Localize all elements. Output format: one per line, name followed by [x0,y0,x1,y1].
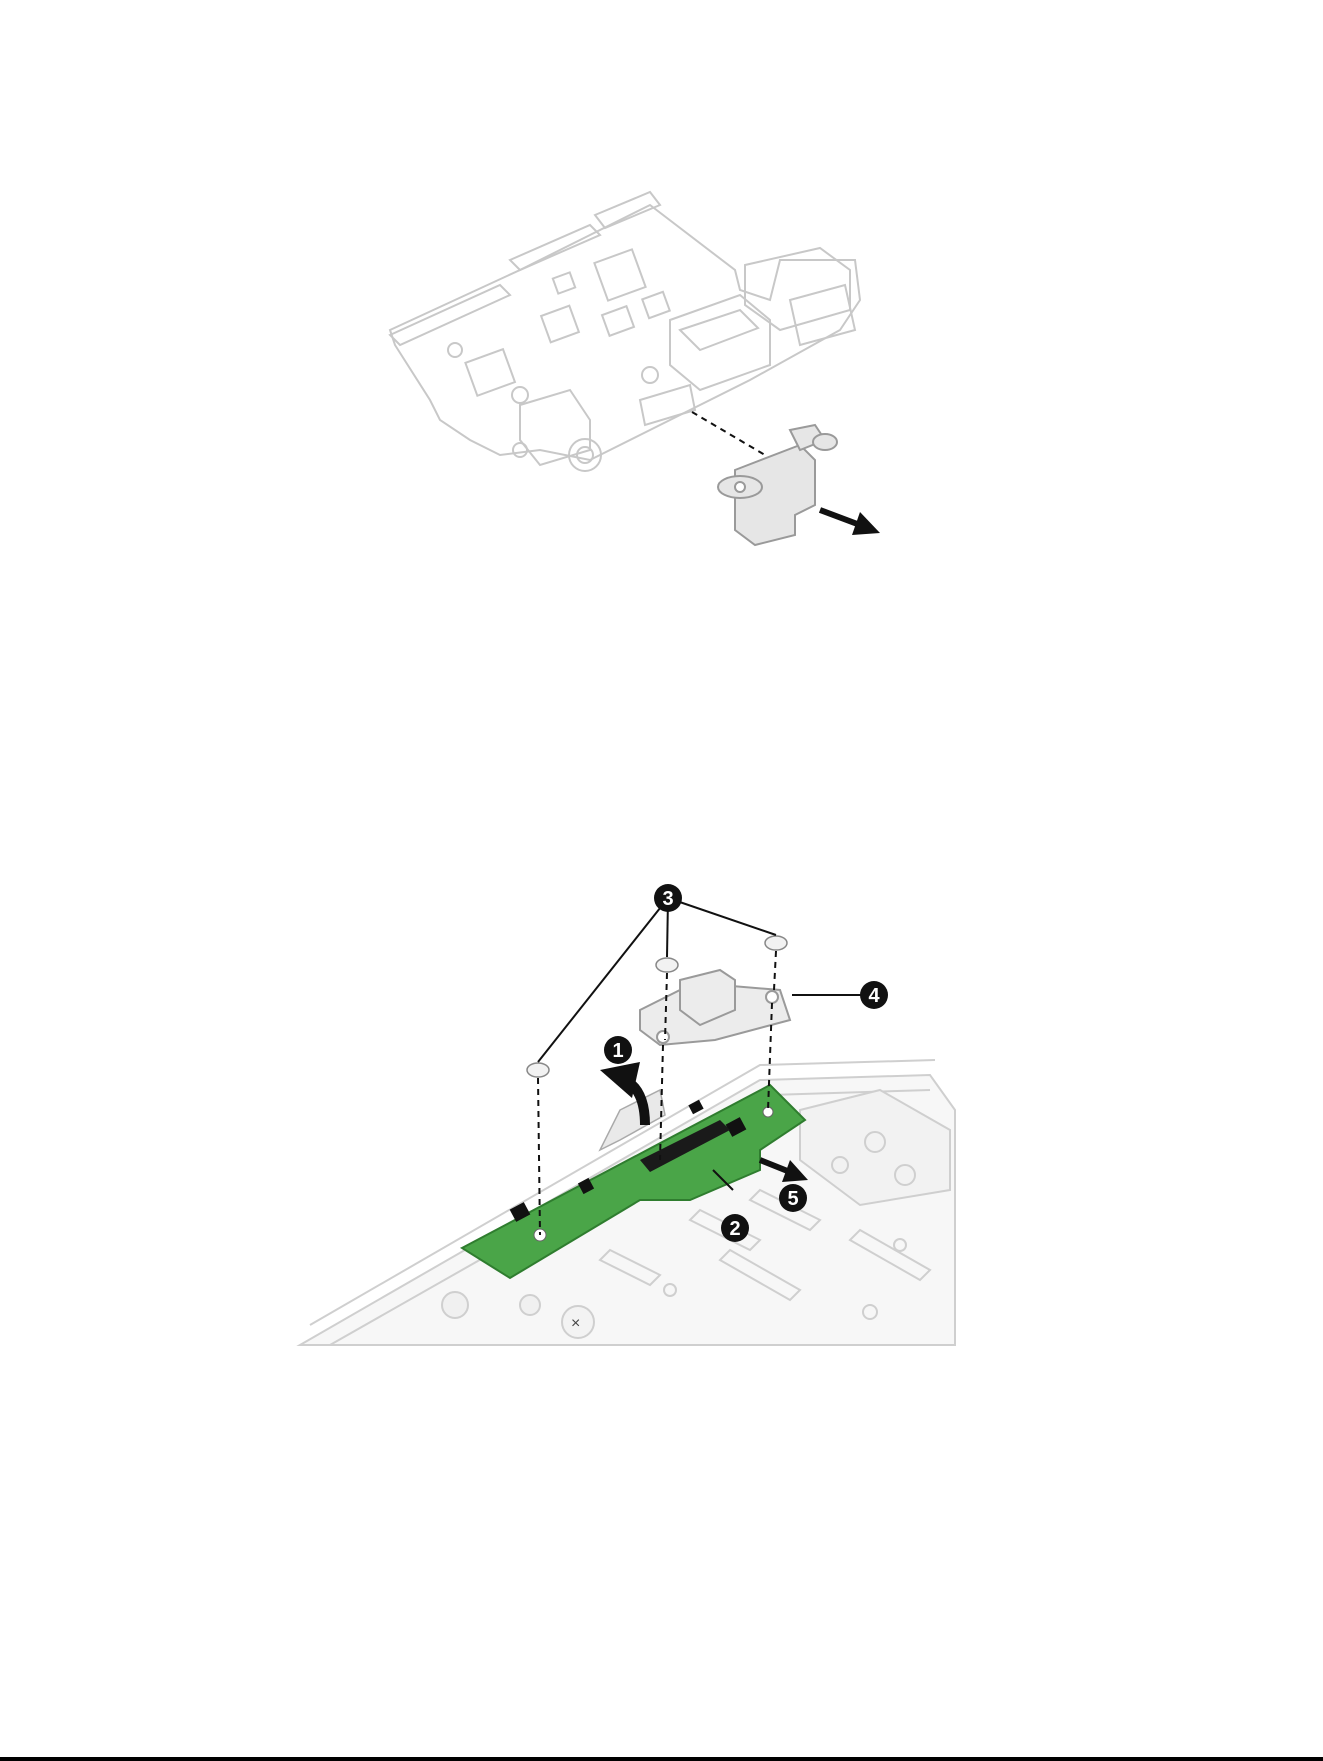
callout-4: 4 [860,981,888,1009]
svg-text:5: 5 [787,1188,798,1210]
alignment-dashed-line [692,412,765,455]
usb-board-bracket [640,970,790,1045]
svg-text:1: 1 [612,1040,623,1062]
svg-text:3: 3 [662,888,673,910]
svg-text:4: 4 [868,985,880,1007]
usb-c-bracket [718,425,837,545]
callout-3: 3 [654,884,682,912]
callout-5: 5 [779,1184,807,1212]
svg-text:2: 2 [729,1218,740,1240]
callout-1: 1 [604,1036,632,1064]
removal-arrow-icon [820,510,880,535]
callout-2: 2 [721,1214,749,1242]
page-footer-rule [0,1757,1323,1761]
svg-text:×: × [571,1315,580,1332]
